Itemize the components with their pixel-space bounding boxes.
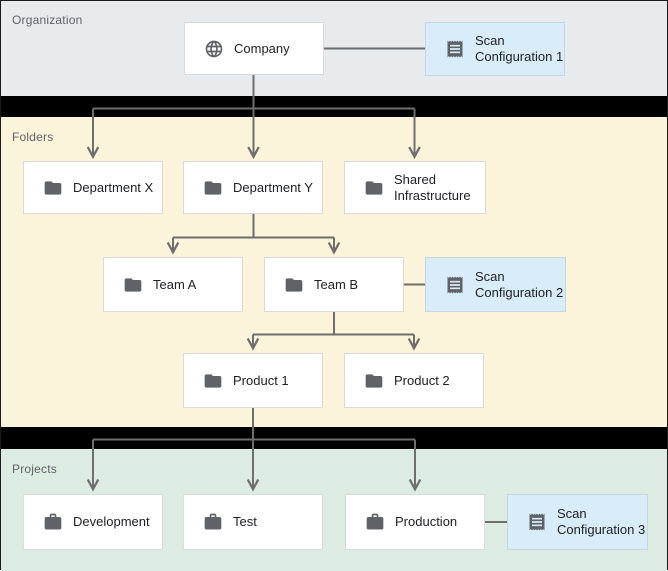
node-production-label: Production — [395, 514, 458, 529]
node-scan-config-3: Scan Configuration 3 — [507, 494, 648, 550]
briefcase-icon — [203, 512, 223, 532]
node-product-1: Product 1 — [183, 353, 323, 408]
receipt-icon — [445, 275, 465, 295]
globe-icon — [204, 39, 224, 59]
node-production: Production — [345, 494, 485, 550]
receipt-icon — [445, 39, 465, 59]
node-product-2-label: Product 2 — [394, 372, 450, 388]
node-shared-infrastructure-label: Shared Infrastructure — [394, 171, 471, 203]
folder-icon — [123, 275, 143, 295]
folder-icon — [364, 371, 384, 391]
section-label-folders: Folders — [12, 130, 54, 144]
node-team-a: Team A — [103, 257, 243, 312]
node-team-b: Team B — [264, 257, 404, 312]
section-label-organization: Organization — [12, 13, 83, 27]
node-product-2: Product 2 — [344, 353, 484, 408]
node-department-x: Department X — [23, 161, 163, 214]
node-scan-config-1: Scan Configuration 1 — [425, 22, 565, 76]
node-department-x-label: Department X — [73, 179, 154, 195]
node-scan-config-1-label: Scan Configuration 1 — [475, 33, 564, 64]
section-label-projects: Projects — [12, 462, 57, 476]
folder-icon — [43, 178, 63, 198]
node-department-y: Department Y — [183, 161, 323, 214]
node-company-label: Company — [234, 40, 290, 56]
node-development-label: Development — [73, 514, 150, 529]
node-team-b-label: Team B — [314, 276, 359, 292]
briefcase-icon — [365, 512, 385, 532]
node-shared-infrastructure: Shared Infrastructure — [344, 161, 486, 214]
folder-icon — [203, 178, 223, 198]
node-test: Test — [183, 494, 323, 550]
node-product-1-label: Product 1 — [233, 372, 289, 388]
node-team-a-label: Team A — [153, 276, 197, 292]
folder-icon — [203, 371, 223, 391]
node-scan-config-3-label: Scan Configuration 3 — [557, 506, 646, 537]
node-test-label: Test — [233, 514, 257, 529]
briefcase-icon — [43, 512, 63, 532]
node-development: Development — [23, 494, 163, 550]
node-scan-config-2-label: Scan Configuration 2 — [475, 268, 564, 300]
receipt-icon — [527, 512, 547, 532]
node-scan-config-2: Scan Configuration 2 — [425, 257, 566, 312]
divider-bar-bottom — [1, 427, 667, 449]
node-company: Company — [184, 22, 324, 75]
folder-icon — [364, 178, 384, 198]
node-department-y-label: Department Y — [233, 179, 313, 195]
folder-icon — [284, 275, 304, 295]
divider-bar-top — [1, 96, 667, 117]
